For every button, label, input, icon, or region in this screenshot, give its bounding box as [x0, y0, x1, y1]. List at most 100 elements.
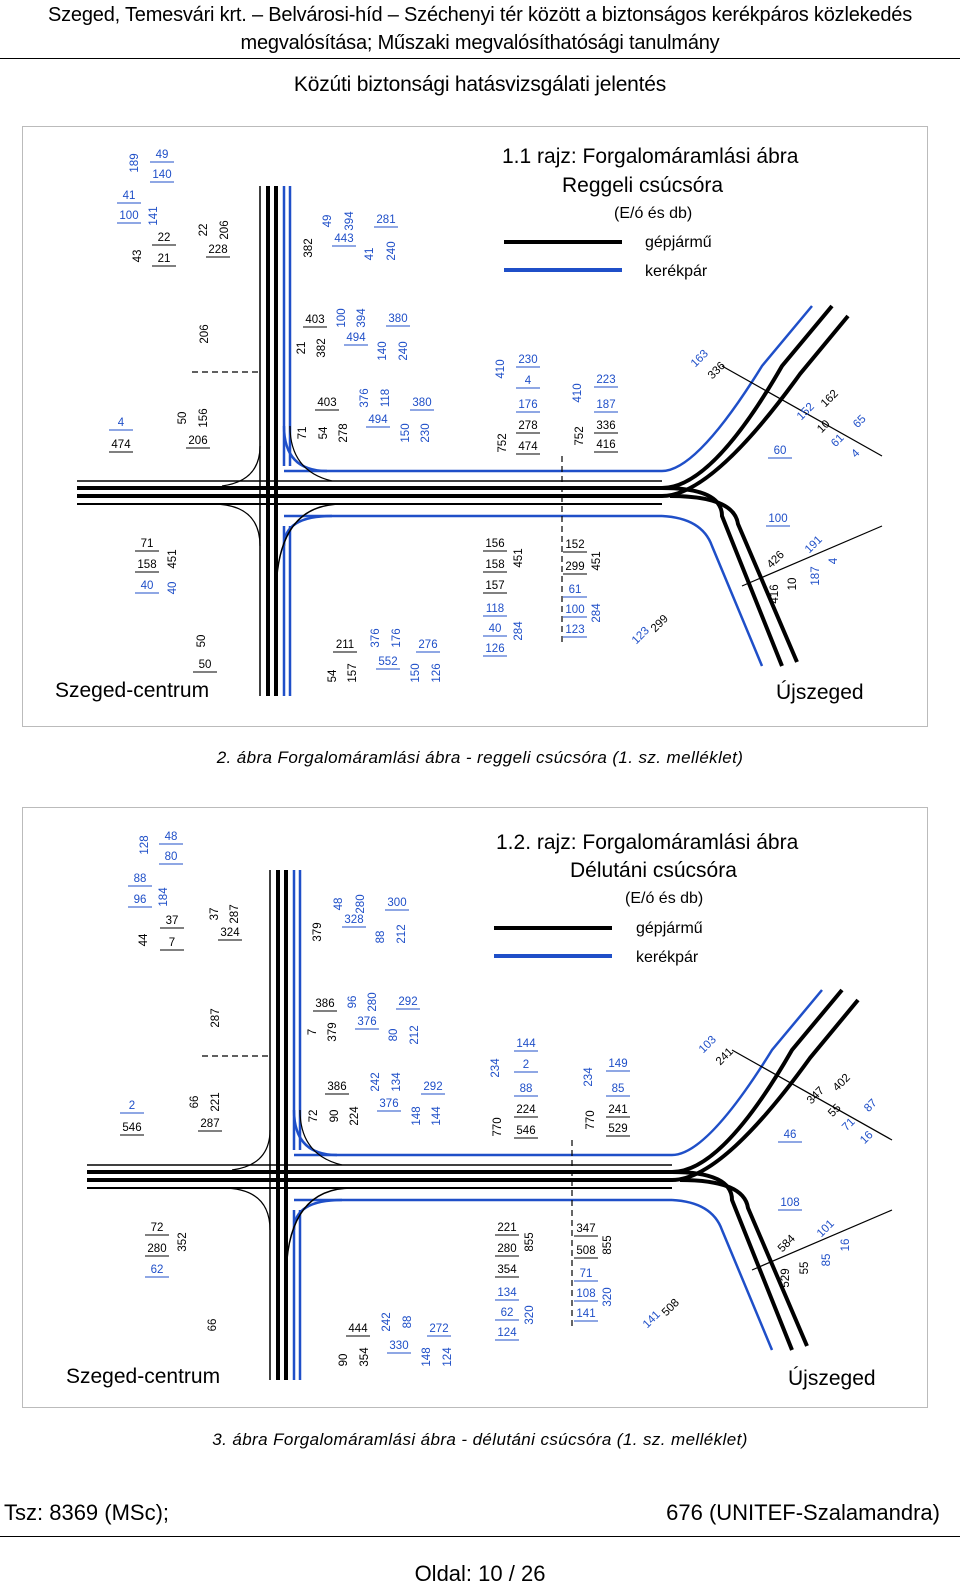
flow-count: 292 — [423, 1081, 442, 1093]
flow-count: 376 — [379, 1098, 398, 1110]
flow-count: 108 — [576, 1288, 595, 1300]
flow-count: 71 — [580, 1268, 593, 1280]
flow-count: 134 — [391, 1072, 403, 1092]
flow-count: 206 — [188, 435, 207, 447]
flow-count: 451 — [167, 549, 179, 568]
flow-count: 287 — [210, 1008, 222, 1027]
flow-count: 380 — [388, 313, 407, 325]
corner — [285, 1187, 353, 1281]
fork-up-bike — [661, 305, 813, 473]
flow-count: 206 — [219, 220, 231, 239]
flow-count: 278 — [518, 420, 537, 432]
flow-count: 62 — [501, 1307, 514, 1319]
flow-count: 80 — [165, 851, 178, 863]
flow-count: 46 — [784, 1129, 797, 1141]
flow-count: 328 — [344, 914, 363, 926]
flow-count: 43 — [132, 250, 144, 263]
flow-count: 380 — [412, 397, 431, 409]
flow-count: 66 — [207, 1319, 219, 1332]
flow-count: 96 — [134, 894, 147, 906]
flow-count: 347 — [576, 1223, 595, 1235]
corner — [211, 503, 261, 547]
flow-count: 403 — [305, 314, 324, 326]
flow-count: 140 — [152, 169, 171, 181]
flow-count: 410 — [495, 359, 507, 378]
flow-count: 379 — [312, 922, 324, 941]
flow-count: 206 — [199, 324, 211, 343]
flow-count: 41 — [123, 190, 136, 202]
flow-count: 376 — [370, 628, 382, 647]
flow-count: 90 — [329, 1110, 341, 1123]
flow-count: 221 — [210, 1092, 222, 1111]
flow-count: 494 — [346, 332, 366, 344]
flow-count: 552 — [378, 656, 397, 668]
flow-count: 48 — [333, 898, 345, 911]
flow-count: 88 — [402, 1316, 414, 1329]
flow-count: 281 — [376, 214, 395, 226]
flow-count: 451 — [513, 548, 525, 567]
flow-count: 72 — [151, 1222, 164, 1234]
fork-down-vehicle — [679, 1178, 809, 1347]
flow-count: 141 — [576, 1308, 595, 1320]
flow-count: 320 — [524, 1305, 536, 1324]
flow-count: 71 — [141, 538, 154, 550]
flow-count: 54 — [327, 669, 339, 682]
fork-up-vehicle — [671, 988, 844, 1174]
legend: 1.2. rajz: Forgalomáramlási ábra Délután… — [494, 831, 799, 966]
place-left: Szeged-centrum — [55, 679, 209, 702]
footer-left: Tsz: 8369 (MSc); — [4, 1500, 170, 1525]
flow-count: 242 — [370, 1072, 382, 1091]
flow-count: 61 — [569, 584, 582, 596]
flow-count: 354 — [359, 1347, 371, 1367]
legend-vehicle-label: gépjármű — [645, 234, 712, 251]
flow-count: 212 — [396, 924, 408, 943]
flow-count: 416 — [596, 439, 615, 451]
flow-count: 287 — [229, 904, 241, 923]
flow-count: 752 — [497, 433, 509, 452]
flow-count: 7 — [169, 937, 175, 949]
flow-count: 187 — [596, 399, 615, 411]
flow-count: 241 — [608, 1104, 627, 1116]
legend-bike-label: kerékpár — [636, 949, 699, 966]
flow-count: 62 — [151, 1264, 164, 1276]
flow-count: 280 — [497, 1243, 516, 1255]
flow-count: 54 — [318, 426, 330, 439]
corner — [231, 1129, 271, 1171]
figure-title: 1.2. rajz: Forgalomáramlási ábra — [496, 831, 799, 854]
flow-count: 4 — [118, 417, 125, 429]
flow-count: 49 — [156, 149, 169, 161]
side-road — [741, 525, 883, 587]
flow-count: 451 — [591, 551, 603, 570]
flow-count: 416 — [769, 584, 781, 603]
flow-count: 148 — [421, 1347, 433, 1366]
flow-count: 240 — [386, 241, 398, 260]
flow-count: 292 — [398, 996, 417, 1008]
flow-count: 394 — [356, 308, 368, 328]
flow-count: 280 — [147, 1243, 166, 1255]
flow-count: 855 — [524, 1232, 536, 1251]
flow-count: 157 — [485, 580, 504, 592]
legend: 1.1 rajz: Forgalomáramlási ábra Reggeli … — [502, 145, 799, 280]
flow-count: 272 — [429, 1323, 448, 1335]
flow-count: 280 — [355, 894, 367, 913]
flow-count: 376 — [357, 1016, 376, 1028]
corner — [275, 503, 343, 597]
corner-bike — [292, 1109, 338, 1157]
flow-count: 330 — [389, 1340, 408, 1352]
flow-count: 37 — [209, 908, 221, 921]
flow-count: 126 — [485, 643, 504, 655]
side-road — [751, 1209, 893, 1271]
flow-count: 100 — [119, 210, 138, 222]
corner-bike — [282, 425, 328, 473]
flow-count: 85 — [612, 1083, 625, 1095]
corner — [289, 425, 333, 482]
flow-count: 128 — [139, 835, 151, 854]
caption-figure-2: 2. ábra Forgalomáramlási ábra - reggeli … — [216, 748, 744, 767]
flow-count: 100 — [768, 513, 787, 525]
flow-count: 320 — [602, 1287, 614, 1306]
flow-count: 72 — [308, 1110, 320, 1123]
flow-count: 141 — [148, 206, 160, 225]
flow-count: 546 — [122, 1122, 141, 1134]
